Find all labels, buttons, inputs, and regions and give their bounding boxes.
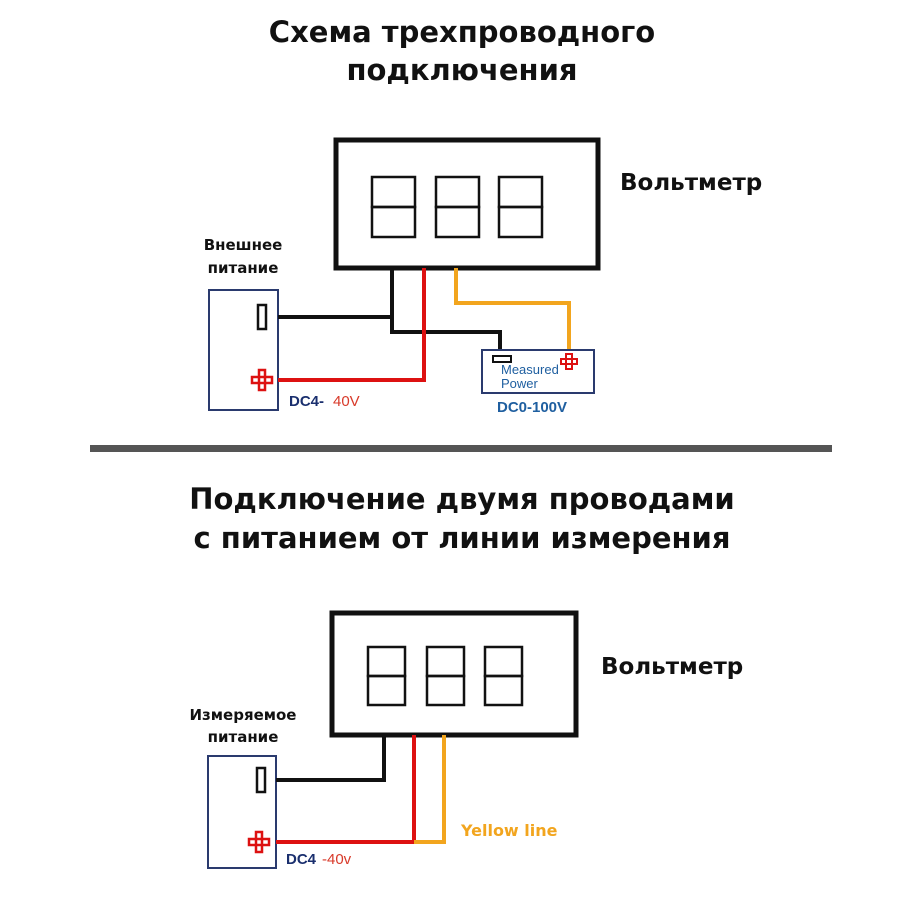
digit-1-icon <box>366 645 407 707</box>
section1-supply-range-prefix: DC4- <box>289 393 324 410</box>
plus-terminal-icon <box>247 830 271 854</box>
voltmeter-display <box>333 137 601 271</box>
red-wire-supply <box>278 268 426 382</box>
digit-2-icon <box>425 645 466 707</box>
external-supply-box <box>208 289 279 411</box>
section2-title-line2: с питанием от линии измерения <box>194 521 731 555</box>
section1-supply-label-line1: Внешнее <box>204 236 283 254</box>
section2-supply-range-value: -40v <box>322 851 352 868</box>
digit-1-icon <box>370 175 417 239</box>
black-wire-measured <box>390 317 502 355</box>
voltmeter-display <box>329 610 579 738</box>
black-wire <box>276 735 386 782</box>
section2-supply-label-line1: Измеряемое <box>190 706 297 724</box>
digit-2-icon <box>434 175 481 239</box>
measured-label-line1: Measured <box>501 362 559 377</box>
section-divider <box>90 445 832 452</box>
yellow-wire-measure <box>454 268 571 350</box>
measured-range-label: DC0-100V <box>497 399 567 416</box>
section-two-wire: Подключение двумя проводами с питанием о… <box>189 482 743 869</box>
minus-terminal-icon <box>256 303 268 331</box>
section2-supply-range-prefix: DC4 <box>286 851 317 868</box>
section-three-wire: Схема трехпроводного подключения Вольтме… <box>204 15 763 416</box>
plus-terminal-icon <box>250 368 274 392</box>
section1-meter-label: Вольтметр <box>620 170 762 196</box>
section2-title-line1: Подключение двумя проводами <box>189 482 735 516</box>
section2-meter-label: Вольтметр <box>601 654 743 680</box>
section1-title-line2: подключения <box>346 53 577 87</box>
section1-title-line1: Схема трехпроводного <box>269 15 655 49</box>
digit-3-icon <box>497 175 544 239</box>
section2-supply-label-line2: питание <box>208 728 279 746</box>
red-wire <box>276 735 416 844</box>
yellow-line-label: Yellow line <box>460 821 558 840</box>
section1-supply-label-line2: питание <box>208 259 279 277</box>
digit-3-icon <box>483 645 524 707</box>
section1-supply-range-value: 40V <box>333 393 360 410</box>
plus-terminal-icon <box>560 353 578 370</box>
measured-label-line2: Power <box>501 376 539 391</box>
minus-terminal-icon <box>255 766 267 794</box>
yellow-wire <box>414 735 446 844</box>
minus-terminal-icon <box>492 355 512 363</box>
black-wire-supply <box>278 268 394 319</box>
measured-power-box <box>481 349 595 394</box>
